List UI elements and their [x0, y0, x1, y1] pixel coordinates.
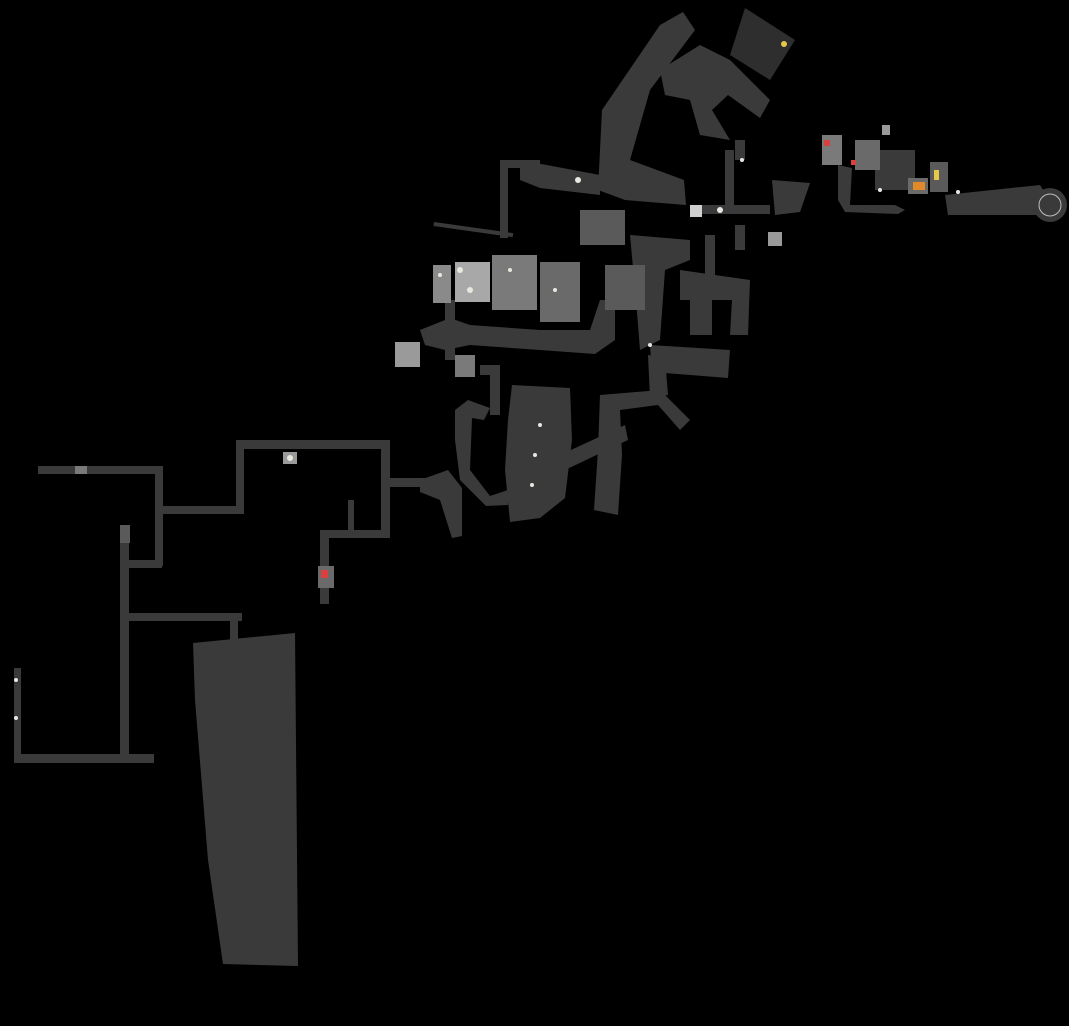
east-corridor-down [705, 235, 715, 275]
middle-vertical-link [445, 300, 455, 360]
detail-small-2 [768, 232, 782, 246]
west-corridor-stub [348, 500, 354, 534]
light-16 [878, 188, 882, 192]
west-corridor-top [38, 466, 162, 474]
light-11 [530, 483, 534, 487]
north-west-vertical [500, 160, 508, 238]
detail-west-stub [120, 525, 130, 543]
far-east-tail-corridor [945, 185, 1050, 215]
west-corridor-far-left [14, 668, 21, 763]
west-corridor-mid [155, 506, 243, 514]
light-15 [14, 678, 18, 682]
west-corridor-branch [120, 613, 242, 621]
west-corridor-branch-drop [230, 613, 238, 643]
detail-west-room [395, 342, 420, 367]
ring-chamber-inner [1038, 193, 1062, 217]
west-corridor-bottom-long [14, 754, 154, 763]
detail-corridor-left [75, 466, 87, 474]
red-marker-west [321, 570, 328, 578]
center-link-curve [420, 470, 462, 538]
north-east-rooms [660, 45, 770, 140]
light-9 [538, 423, 542, 427]
red-marker-far-east [824, 140, 830, 146]
light-17 [956, 190, 960, 194]
east-chamber [594, 390, 690, 515]
north-east-small-room [772, 180, 810, 215]
yellow-marker-far-east [934, 170, 939, 180]
north-east-horizontal [700, 205, 770, 214]
north-east-link [735, 140, 745, 160]
map-details [75, 125, 948, 588]
light-5 [553, 288, 557, 292]
light-13 [287, 455, 293, 461]
west-corridor-to-center [385, 478, 425, 487]
north-east-dark-room-floor [730, 8, 795, 80]
orange-marker-far-east [913, 182, 925, 190]
light-10 [533, 453, 537, 457]
north-east-dark-room-light [781, 41, 787, 47]
map-lights [14, 158, 960, 720]
middle-curved-corridor [420, 300, 615, 354]
east-block [630, 235, 690, 350]
west-corridor-drop-top [120, 560, 162, 568]
far-east-corridor [838, 165, 905, 214]
north-east-stub [735, 225, 745, 250]
north-west-pipe [433, 222, 514, 238]
south-hall [193, 633, 298, 966]
detail-center-room [455, 355, 475, 377]
red-marker-far-east-2 [851, 160, 856, 165]
north-east-dark-room [730, 8, 795, 80]
west-corridor-right [381, 440, 390, 537]
detail-small-1 [690, 205, 702, 217]
west-corridor-upper [236, 440, 388, 449]
east-lower-room [650, 345, 730, 378]
west-corridor-up [236, 440, 244, 514]
detail-lab-block-3 [492, 255, 537, 310]
light-3 [438, 273, 442, 277]
detail-far-east-1 [822, 135, 842, 165]
detail-lab-block-4 [540, 262, 580, 322]
light-4 [508, 268, 512, 272]
light-2 [467, 287, 473, 293]
light-1 [457, 267, 463, 273]
north-east-vertical-corridor [725, 150, 734, 210]
far-east-ring-chamber [1033, 188, 1067, 222]
east-grid-rooms [680, 270, 750, 335]
light-7 [717, 207, 723, 213]
west-corridor-vertical [155, 466, 163, 566]
map-floor [14, 12, 1050, 966]
light-6 [575, 177, 581, 183]
detail-lab-block-5 [605, 265, 645, 310]
north-diagonal-corridor [598, 12, 695, 205]
detail-lab-block-1 [433, 265, 451, 303]
shield-hall [505, 385, 572, 522]
west-corridor-drop [120, 525, 129, 759]
detail-upper-block [580, 210, 625, 245]
light-8 [740, 158, 744, 162]
ring-chamber-floor [1033, 188, 1067, 222]
detail-far-east-2 [855, 140, 880, 170]
center-link-curve-2 [455, 400, 508, 506]
map-markers [321, 140, 939, 578]
west-corridor-bottom [320, 530, 390, 538]
north-west-branch [520, 160, 600, 195]
light-14 [14, 716, 18, 720]
light-12 [648, 343, 652, 347]
north-west-top [500, 160, 540, 168]
middle-link-down [490, 365, 500, 415]
detail-far-east-3 [882, 125, 890, 135]
